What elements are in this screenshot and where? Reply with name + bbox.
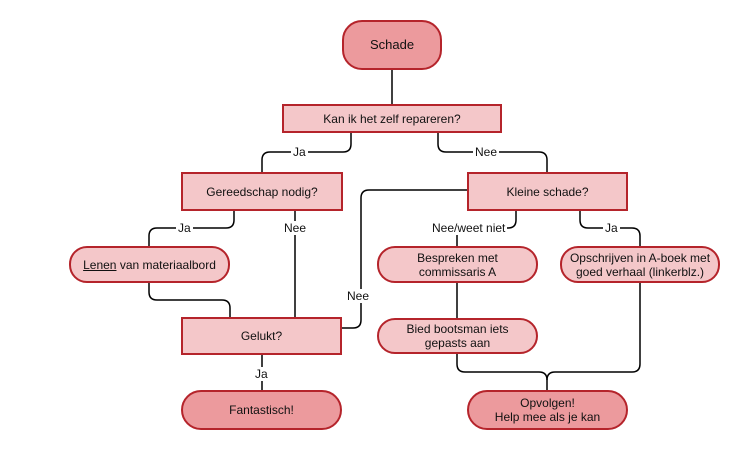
edge-bied-opvolgen xyxy=(456,354,548,390)
node-opschrijven-text: Opschrijven in A-boek met goed verhaal (… xyxy=(569,250,711,279)
edge-label-ja-opschrijven: Ja xyxy=(603,221,620,235)
node-fantastisch-text: Fantastisch! xyxy=(229,403,294,417)
node-gelukt: Gelukt? xyxy=(181,317,342,355)
node-opschrijven-in-a-boek: Opschrijven in A-boek met goed verhaal (… xyxy=(560,246,720,283)
node-bespreken-text: Bespreken met commissaris A xyxy=(417,250,498,279)
node-gereedschap-text: Gereedschap nodig? xyxy=(206,184,318,199)
node-schade: Schade xyxy=(342,20,442,70)
node-gelukt-text: Gelukt? xyxy=(240,329,283,343)
node-opvolgen: Opvolgen! Help mee als je kan xyxy=(467,390,628,430)
node-kan-ik-het-zelf-repareren: Kan ik het zelf repareren? xyxy=(282,104,502,133)
edge-label-nee-right: Nee xyxy=(473,145,500,159)
node-kan-zelf-text: Kan ik het zelf repareren? xyxy=(323,111,461,126)
edge-label-ja-fantastisch: Ja xyxy=(253,367,270,381)
node-bespreken-met-commissaris-a: Bespreken met commissaris A xyxy=(377,246,538,283)
edge-opschrijven-opvolgen xyxy=(546,283,641,381)
edge-kleineschade-gelukt xyxy=(342,189,467,329)
edge-label-nee-kleine-gelukt: Nee xyxy=(345,289,372,303)
lenen-link[interactable]: Lenen xyxy=(83,257,117,272)
node-kleine-schade: Kleine schade? xyxy=(467,172,628,211)
lenen-rest: van materiaalbord xyxy=(116,257,216,272)
node-kleine-schade-text: Kleine schade? xyxy=(506,184,589,199)
node-fantastisch: Fantastisch! xyxy=(181,390,342,430)
edge-label-ja-lenen: Ja xyxy=(176,221,193,235)
edge-label-nee-weet-niet: Nee/weet niet xyxy=(430,221,508,235)
node-opvolgen-text: Opvolgen! Help mee als je kan xyxy=(494,396,601,424)
node-lenen-van-materiaalbord: Lenen van materiaalbord xyxy=(69,246,230,283)
node-bied-bootsman: Bied bootsman iets gepasts aan xyxy=(377,318,538,354)
edge-lenen-gelukt xyxy=(148,283,231,317)
edge-label-ja-left: Ja xyxy=(291,145,308,159)
node-bied-text: Bied bootsman iets gepasts aan xyxy=(406,322,509,350)
node-schade-text: Schade xyxy=(369,37,415,52)
edge-label-nee-gelukt: Nee xyxy=(282,221,309,235)
node-gereedschap-nodig: Gereedschap nodig? xyxy=(181,172,343,211)
node-lenen-wrap: Lenen van materiaalbord xyxy=(83,258,216,272)
